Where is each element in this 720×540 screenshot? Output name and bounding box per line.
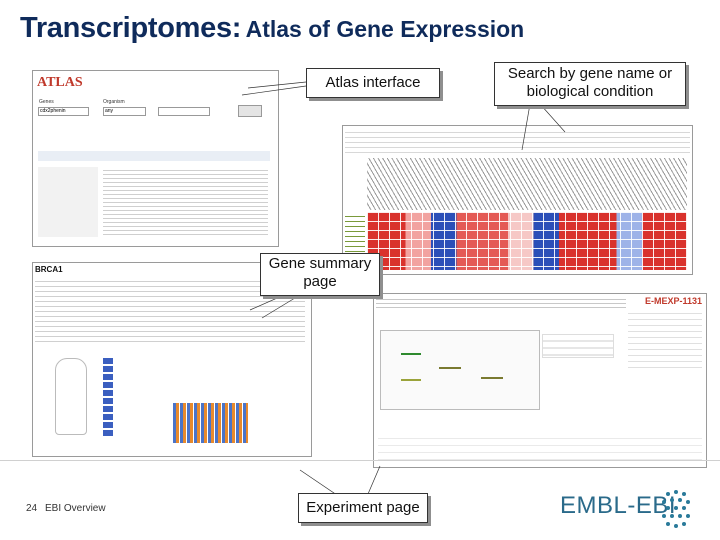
atlas-interface-screenshot: ATLAS Genes cdx2phenin Organism any (32, 70, 279, 247)
experiment-plot (380, 330, 540, 410)
embl-ebi-logo: EMBL-EBI (560, 492, 677, 519)
callout-search-text: Search by gene name or biological condit… (507, 65, 673, 100)
expression-bar-chart (173, 403, 248, 443)
heatmap-screenshot (342, 125, 693, 275)
atlas-search-input[interactable]: cdx2phenin (38, 107, 89, 116)
atlas-news-bar (38, 151, 270, 161)
experiment-page-screenshot: E-MEXP-1131 (373, 293, 707, 468)
heatmap-search-controls (345, 128, 690, 156)
page-number: 24 (26, 503, 38, 514)
atlas-organism-select[interactable]: any (103, 107, 146, 116)
embl-ebi-hex-icon (662, 490, 690, 528)
title-part-1: Transcriptomes: (20, 12, 242, 44)
experiment-legend (542, 334, 614, 358)
experiment-header (376, 296, 626, 308)
footer-divider (0, 460, 720, 461)
brca-legend-swatches (103, 358, 113, 438)
slide-title: Transcriptomes: Atlas of Gene Expression (20, 12, 524, 45)
callout-gene-summary: Gene summary page (260, 253, 380, 296)
footer-label: EBI Overview (45, 503, 106, 514)
callout-experiment-text: Experiment page (306, 499, 420, 516)
atlas-genes-label: Genes (39, 99, 54, 105)
callout-experiment: Experiment page (298, 493, 428, 523)
atlas-search-button[interactable] (238, 105, 262, 117)
atlas-organism-label: Organism (103, 99, 125, 105)
anatomy-figure (55, 358, 87, 435)
atlas-text-block (103, 167, 268, 237)
experiment-results-table (378, 432, 702, 464)
title-part-2: Atlas of Gene Expression (245, 16, 525, 42)
brca-gene-name: BRCA1 (35, 265, 63, 274)
callout-search: Search by gene name or biological condit… (494, 62, 686, 106)
callout-atlas-interface-text: Atlas interface (325, 74, 421, 91)
callout-atlas-interface: Atlas interface (306, 68, 440, 98)
callout-gene-summary-text: Gene summary page (268, 255, 372, 290)
atlas-condition-input[interactable] (158, 107, 210, 116)
heatmap-grid (367, 212, 687, 270)
experiment-metadata (628, 308, 702, 368)
atlas-logo: ATLAS (37, 75, 83, 90)
heatmap-condition-labels (367, 158, 687, 210)
experiment-accession: E-MEXP-1131 (644, 296, 702, 306)
atlas-stats-box (38, 167, 98, 237)
